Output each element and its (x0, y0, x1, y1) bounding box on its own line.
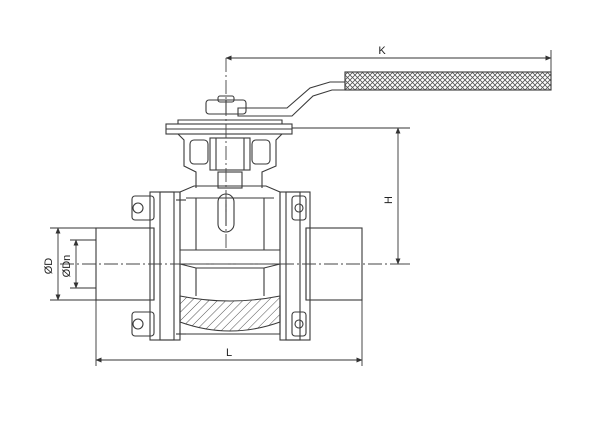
center-lines (60, 58, 404, 265)
dimension-h (292, 127, 410, 265)
dimension-l (95, 300, 363, 366)
valve-neck (177, 133, 283, 189)
label-d: ØD (43, 258, 55, 275)
left-flange (131, 191, 186, 341)
valve-body (179, 185, 281, 251)
dimension-dn (70, 239, 96, 289)
lever-handle (237, 71, 552, 117)
label-k: K (378, 45, 386, 57)
right-flange (279, 191, 311, 341)
ball-section (179, 263, 281, 335)
mounting-pad (165, 119, 293, 135)
dimension-d (50, 227, 96, 301)
label-dn: ØDn (61, 255, 73, 278)
handle-grip (344, 71, 552, 91)
label-l: L (226, 347, 232, 359)
label-h: H (383, 196, 395, 204)
dimension-k (225, 50, 552, 72)
